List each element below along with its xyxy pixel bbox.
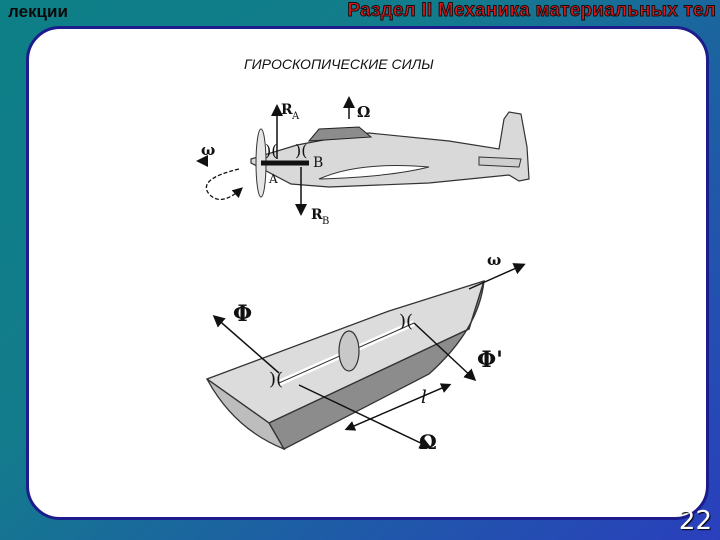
boat-rotor-disc (338, 330, 360, 372)
airplane-fuselage (250, 111, 530, 188)
airplane-gyroscope-figure: )( )( R A R B Ω B A ω (196, 96, 530, 227)
bearing-b-symbol: )( (295, 141, 307, 160)
header-section-label: лекции (8, 2, 68, 21)
airplane-omega-big-label: Ω (357, 103, 370, 121)
phi-prime-force-arrow (413, 322, 477, 382)
phi-prime-label: Φ' (477, 347, 503, 373)
airplane-canopy (307, 126, 373, 142)
airplane-tail (478, 156, 522, 168)
rotation-arc-arrow (205, 168, 243, 201)
bearing-a-symbol: )( (265, 141, 277, 160)
point-b-label: B (313, 155, 323, 171)
force-rb-label: R (311, 207, 323, 223)
slide-panel: ГИРОСКОПИЧЕСКИЕ СИЛЫ )( )( R A R B Ω (26, 26, 709, 520)
page-number: 22 (678, 506, 712, 536)
slide-title: ГИРОСКОПИЧЕСКИЕ СИЛЫ (244, 56, 434, 72)
boat-stern (206, 378, 286, 451)
phi-force-arrow (212, 315, 280, 374)
length-label: l (421, 387, 427, 408)
point-a-label: A (268, 172, 278, 186)
length-dimension-line-back (344, 384, 450, 431)
phi-label: Φ (233, 301, 252, 327)
force-ra-label: R (281, 102, 293, 118)
force-rb-subscript: B (322, 216, 329, 227)
boat-side (268, 280, 485, 450)
header-course-title: Раздел II Механика материальных тел (347, 0, 716, 22)
force-ra-subscript: A (291, 111, 300, 122)
boat-bearing-front-symbol: )( (399, 311, 413, 332)
airplane-wing (318, 165, 430, 180)
boat-omega-label: ω (487, 251, 501, 269)
boat-omega-big-arrow (298, 384, 432, 449)
boat-omega-big-label: Ω (419, 430, 437, 454)
boat-omega-arrow (468, 263, 526, 290)
boat-bearing-rear-symbol: )( (269, 369, 283, 390)
airplane-omega-small-label: ω (201, 141, 215, 159)
boat-gyroscope-figure: )( )( ω Φ Φ' l Ω (205, 251, 526, 454)
